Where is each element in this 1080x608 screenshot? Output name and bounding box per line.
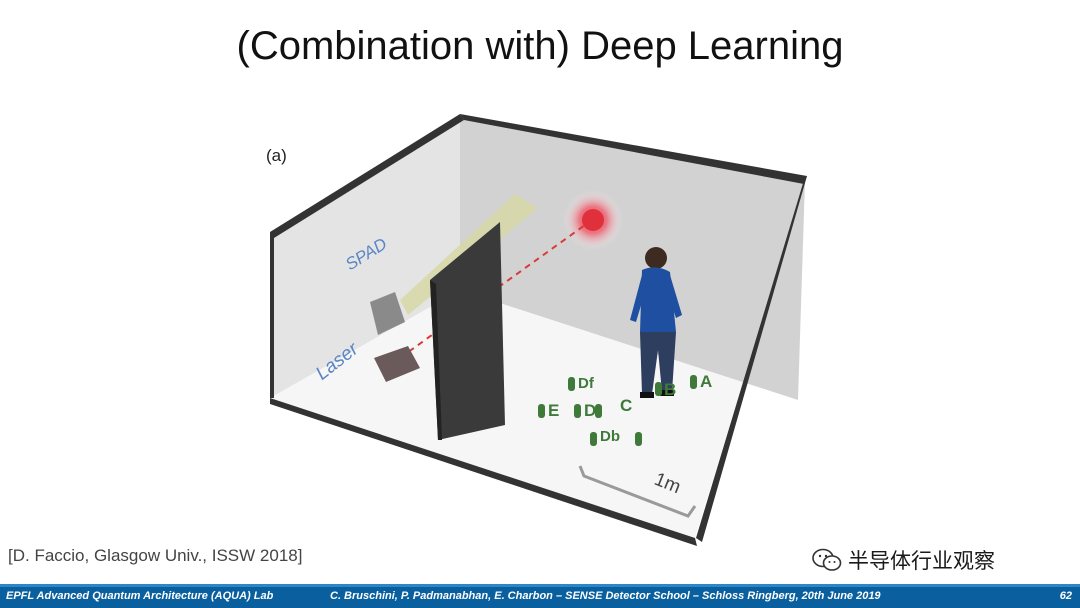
wechat-icon — [812, 548, 842, 571]
occluding-wall — [430, 222, 505, 440]
back-wall — [460, 116, 805, 400]
position-label-c: C — [620, 396, 633, 415]
position-label-e: E — [548, 401, 560, 420]
front-edge — [270, 398, 697, 546]
left-wall — [270, 116, 460, 398]
position-label-df: Df — [578, 375, 594, 392]
floor-markers — [538, 375, 697, 446]
spad-device-top — [370, 290, 400, 302]
left-wall-top-edge — [270, 114, 464, 238]
room-illustration — [270, 114, 807, 546]
citation: [D. Faccio, Glasgow Univ., ISSW 2018] — [8, 546, 303, 565]
watermark-text: 半导体行业观察 — [848, 549, 995, 573]
footer-stripe — [0, 584, 1080, 587]
watermark: 半导体行业观察 — [812, 544, 995, 576]
experiment-figure: (a) SPAD Laser 1m Df E D C B A Db — [250, 110, 820, 550]
laser-spot-core — [582, 209, 604, 231]
page-number: 62 — [1059, 590, 1072, 602]
occluding-wall-side — [430, 280, 442, 440]
right-wall-edge — [696, 176, 807, 542]
footer-lab-name: EPFL Advanced Quantum Architecture (AQUA… — [6, 590, 274, 602]
footer-authors: C. Bruschini, P. Padmanabhan, E. Charbon… — [330, 590, 881, 602]
laser-device — [374, 346, 420, 382]
position-label-b: B — [664, 380, 677, 399]
scale-bar — [578, 465, 697, 518]
footer-bar: EPFL Advanced Quantum Architecture (AQUA… — [0, 584, 1080, 608]
panel-label: (a) — [266, 146, 287, 165]
back-wall-top-edge — [460, 114, 807, 184]
position-label-d: D — [584, 401, 597, 420]
person-figure — [630, 247, 682, 398]
position-label-a: A — [700, 372, 713, 391]
left-wall-edge — [270, 232, 274, 398]
spad-device — [370, 292, 405, 335]
slide-title: (Combination with) Deep Learning — [236, 24, 844, 68]
position-label-db: Db — [600, 428, 620, 445]
